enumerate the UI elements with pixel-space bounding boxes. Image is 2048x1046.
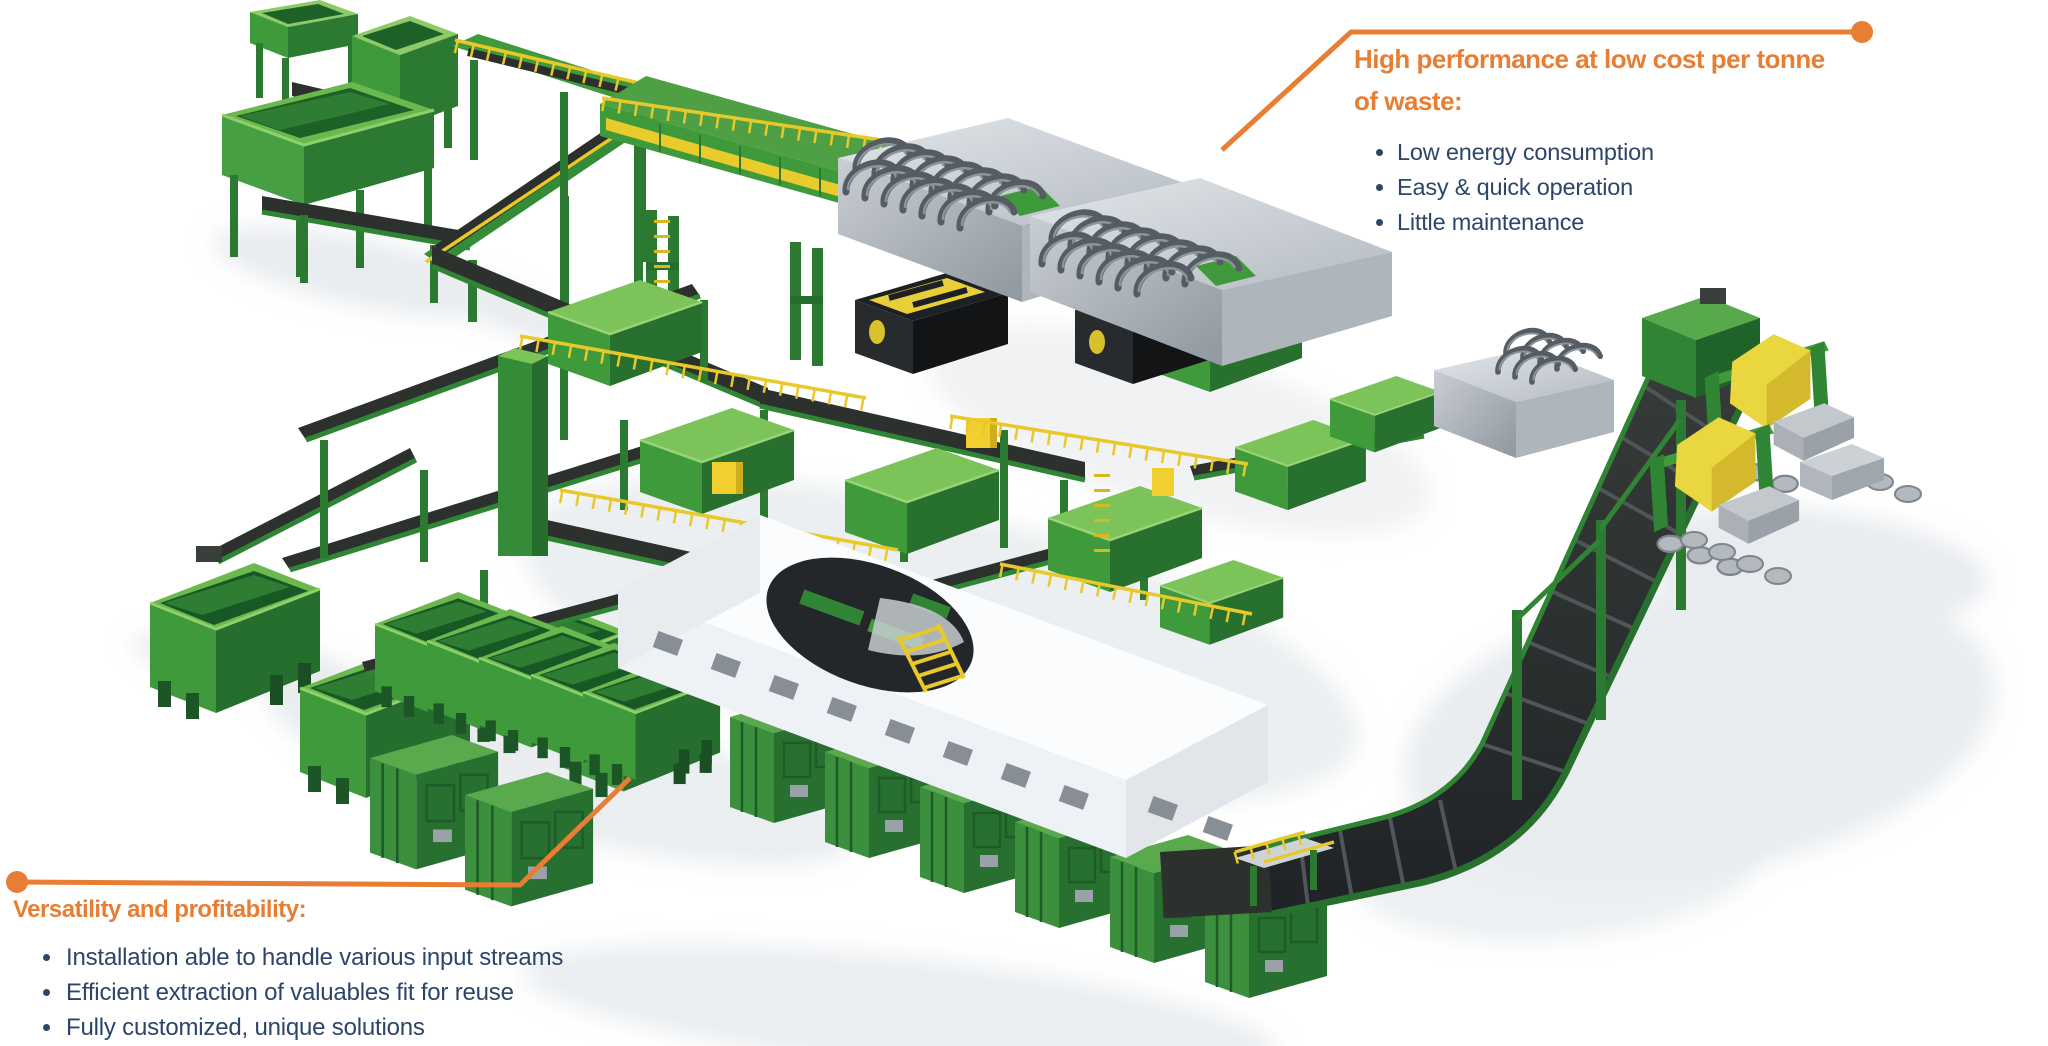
baler-presses [1648,333,1922,585]
bunker-discharge-conveyor [261,196,471,303]
bullet-dot-icon [43,989,50,997]
control-box [712,418,1174,496]
finished-bale [1800,444,1884,500]
bullet-text: Fully customized, unique solutions [66,1014,425,1042]
callout-bullet: Little maintenance [1376,205,1914,240]
bullet-dot-icon [1376,218,1383,226]
callout-title-line2: of waste: [1354,86,1463,117]
bullet-dot-icon [1376,183,1383,191]
climbing-conveyor [1160,288,1760,918]
screen-tower [498,348,548,556]
bullet-text: Easy & quick operation [1397,173,1633,200]
bullet-dot-icon [43,954,50,962]
bullet-text: Low energy consumption [1397,139,1654,166]
leader-line-bottom [16,776,632,888]
callout-bullet: Fully customized, unique solutions [43,1010,693,1045]
infeed-hopper [250,0,358,116]
infeed-area [221,0,664,324]
bullet-text: Installation able to handle various inpu… [66,944,564,972]
sorting-cabin [618,515,1268,858]
callout-versatility: Versatility and profitability: Installat… [13,894,693,1045]
callout-bullet: Easy & quick operation [1376,170,1914,205]
bullet-dot-icon [1376,149,1383,157]
callout-title: High performance at low cost per tonne o… [1354,38,1914,122]
cabin-stairs [896,623,966,693]
callout-bullet: Installation able to handle various inpu… [43,940,693,975]
bullet-text: Little maintenance [1397,208,1585,235]
receiving-bunker [221,82,435,277]
callout-title: Versatility and profitability: [13,896,307,923]
overhead-bridge-conveyor [452,34,660,262]
air-separation-ducts [838,118,1614,458]
leader-line-top [1220,29,1858,152]
bullet-dot-icon [43,1024,50,1032]
callout-leader-lines [6,21,1873,893]
leader-dot-bottom [6,871,28,893]
bullet-text: Efficient extraction of valuables fit fo… [66,979,514,1007]
platform-machines [498,278,1442,646]
callout-title-line1: High performance at low cost per tonne [1354,44,1825,74]
leader-dot-top [1851,21,1873,43]
walkway-stripe [606,118,858,202]
callout-bullet: Efficient extraction of valuables fit fo… [43,975,693,1010]
callout-bullet: Low energy consumption [1376,135,1914,170]
cabin-windows [652,631,1233,841]
callout-bullet-list: Installation able to handle various inpu… [13,940,693,1045]
maintenance-platform [1233,830,1335,906]
callout-bullet-list: Low energy consumption Easy & quick oper… [1354,135,1914,239]
drum-screen-housing [600,76,910,366]
discharge-conveyor [196,448,418,565]
bale-rollers [1680,461,1922,585]
callout-high-performance: High performance at low cost per tonne o… [1354,38,1914,240]
